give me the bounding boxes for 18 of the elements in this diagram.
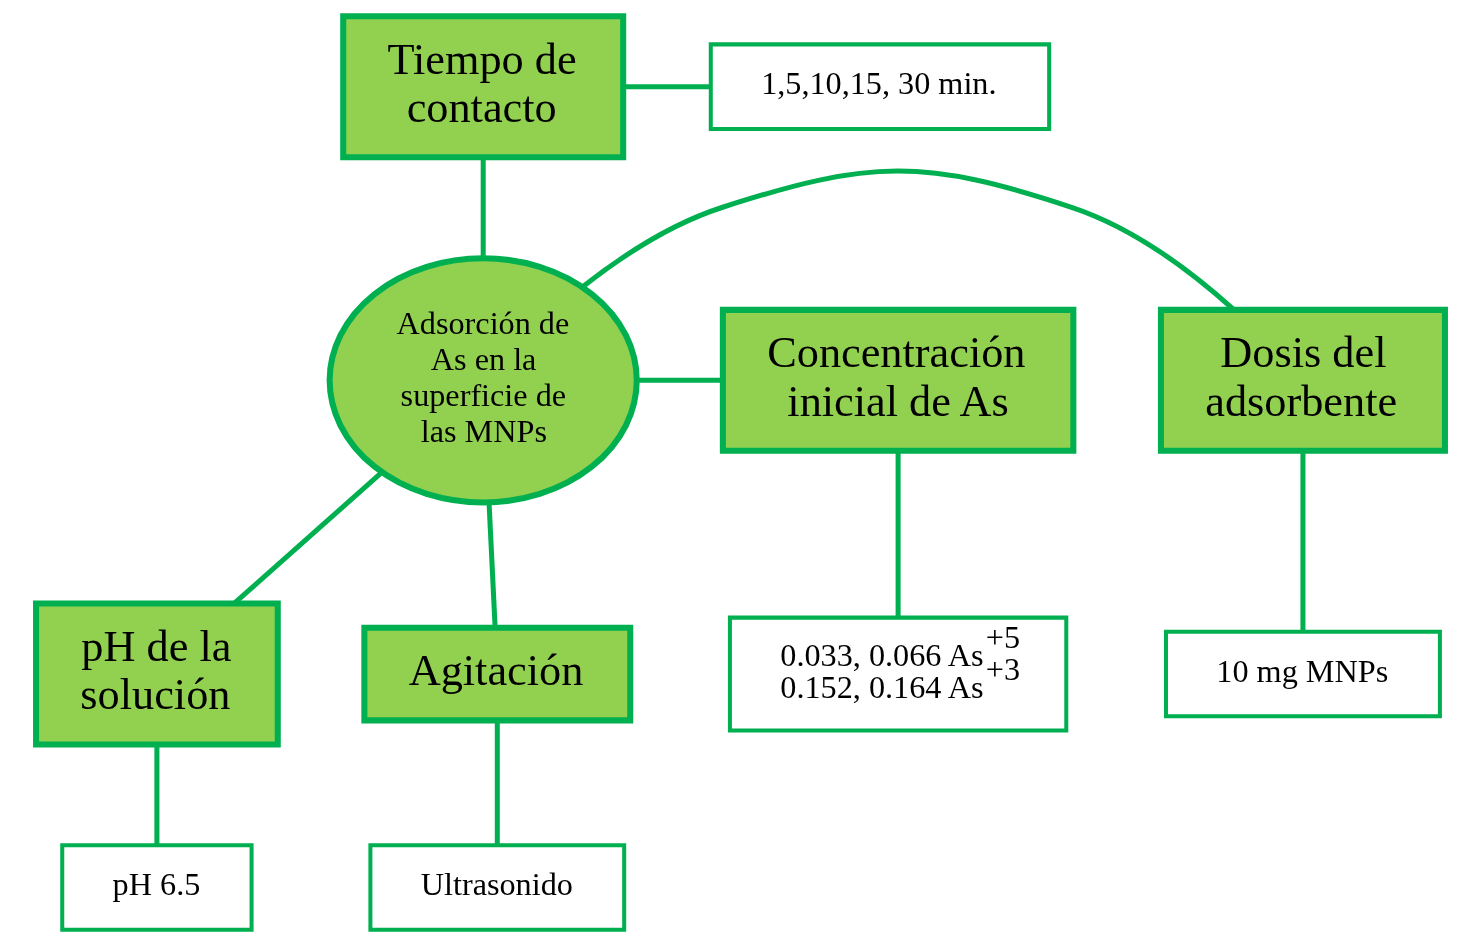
node-box: Ultrasonido [368,843,627,932]
connector [1300,451,1306,632]
node-box: pH 6.5 [60,843,254,932]
node-box: pH de la solución [33,600,281,748]
node-box: Dosis del adsorbente [1157,306,1448,454]
connector [623,84,711,90]
node-box: 1,5,10,15, 30 min. [708,42,1052,131]
node-box: 10 mg MNPs [1163,629,1442,719]
connector [637,377,723,383]
connector [895,451,901,618]
node-box: Tiempo de contacto [340,13,627,161]
node-ellipse: Adsorción de As en la superficie de las MNPs [326,255,640,506]
node-box: Concentración inicial de As [719,306,1077,454]
connector [486,503,498,628]
connector [494,720,500,845]
connector [154,744,160,845]
node-box: Agitación [361,624,634,724]
connector [480,157,486,258]
